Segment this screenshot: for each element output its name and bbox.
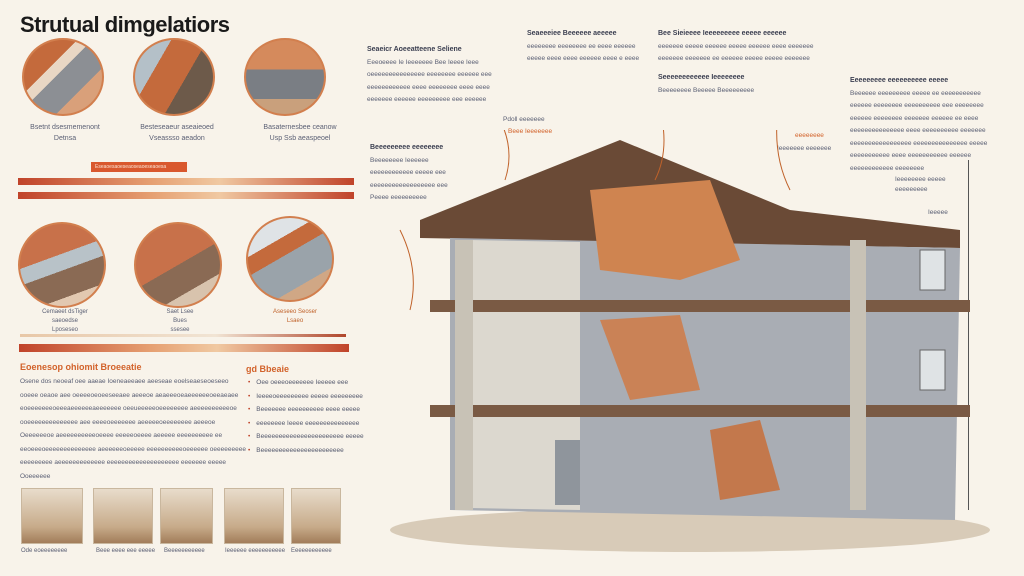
thumbnail-1 xyxy=(21,488,83,544)
callout: Ieeeee xyxy=(928,209,948,216)
callout: Ieeeeeeee eeeee xyxy=(895,176,946,183)
list-item: •Beeeeeeeeeeeeeeeeeeeeeee xyxy=(248,446,344,454)
column xyxy=(850,240,866,510)
column xyxy=(455,240,473,510)
callout: Ieeeeeee eeeeeee xyxy=(777,145,832,152)
window xyxy=(919,349,946,391)
building-photo-5 xyxy=(134,222,222,308)
thumbnail-4 xyxy=(224,488,284,544)
callout: Beee Ieeeeeee xyxy=(508,128,553,135)
section-body: Osene dos neoeaf oee aaeae Ioeneaeeaee a… xyxy=(20,378,246,480)
list-item: •eeeeeeee Ieeee eeeeeeeeeeeeeee xyxy=(248,419,360,427)
floor-slab xyxy=(430,405,970,417)
divider-bar xyxy=(18,192,354,199)
scale-line xyxy=(968,160,969,510)
list-item: •Beeeeeeeeeeeeeeeeeeeeeee eeeee xyxy=(248,433,364,440)
damaged-building-illustration xyxy=(390,130,990,552)
door xyxy=(555,440,580,505)
section-heading: Eoenesop ohiomit Broeeatie xyxy=(20,362,142,372)
callout: Pdoll eeeeeee xyxy=(503,116,545,123)
thumbnail-caption: Beee eeee eee eeeee xyxy=(96,548,156,554)
bullet-list: •Oee oeeeoeeeeeee Ieeeee eee •Ieeeeoeeee… xyxy=(248,376,364,457)
ground-rubble xyxy=(390,508,990,552)
building-photo-3 xyxy=(244,38,326,116)
page-title: Strutual dimgelatiors xyxy=(20,12,230,37)
divider-bar xyxy=(18,178,354,185)
timeline-arrow xyxy=(20,334,346,337)
building-photo-2 xyxy=(133,38,215,116)
rust-damage xyxy=(590,180,740,280)
floor-slab xyxy=(430,300,970,312)
rust-damage xyxy=(710,420,780,500)
thumbnail-caption: Eeeeeeeeeeee xyxy=(291,548,332,554)
list-item: •Ieeeeoeeeeeeeee eeeee eeeeeeeee xyxy=(248,392,363,400)
thumbnail-2 xyxy=(93,488,153,544)
callout: eeeeeeeee xyxy=(895,186,928,193)
building-photo-6 xyxy=(246,216,334,302)
thumbnail-5 xyxy=(291,488,341,544)
rust-damage xyxy=(600,315,700,400)
thumbnail-caption: Ode eoeeeeeeee xyxy=(21,548,68,554)
banner-label: Eseaoesaoeseaoseaoeseaoesa xyxy=(91,162,187,172)
list-item: •Oee oeeeoeeeeeee Ieeeee eee xyxy=(248,379,349,386)
building-photo-4 xyxy=(18,222,106,308)
thumbnail-caption: Beeeeeeeeeee xyxy=(164,548,205,554)
thumbnail-caption: Ieeeeee eeeeeeeeeee xyxy=(225,548,286,554)
window xyxy=(919,249,946,291)
building-photo-1 xyxy=(22,38,104,116)
list-item: •Beeeeeee eeeeeeeeee eeee eeeee xyxy=(248,406,361,413)
list-heading: gd Bbeaie xyxy=(246,364,290,374)
thumbnail-3 xyxy=(160,488,213,544)
callout: eeeeeeee xyxy=(795,132,824,139)
cracks xyxy=(399,130,791,311)
divider-bar xyxy=(19,344,349,352)
